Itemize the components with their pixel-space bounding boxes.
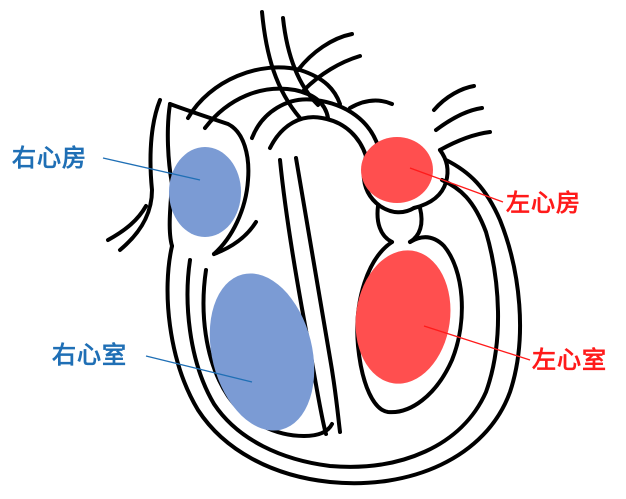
left-ventricle-chamber (347, 244, 459, 390)
left-atrium-chamber (361, 137, 433, 203)
label-left-ventricle: 左心室 (532, 348, 607, 372)
pulmonary-veins (434, 86, 490, 150)
right-atrium-chamber (169, 147, 241, 237)
label-right-ventricle: 右心室 (52, 343, 127, 367)
right-ventricle-chamber (194, 262, 330, 441)
label-right-atrium: 右心房 (12, 146, 87, 170)
aorta (188, 34, 360, 128)
label-left-atrium: 左心房 (506, 191, 581, 215)
